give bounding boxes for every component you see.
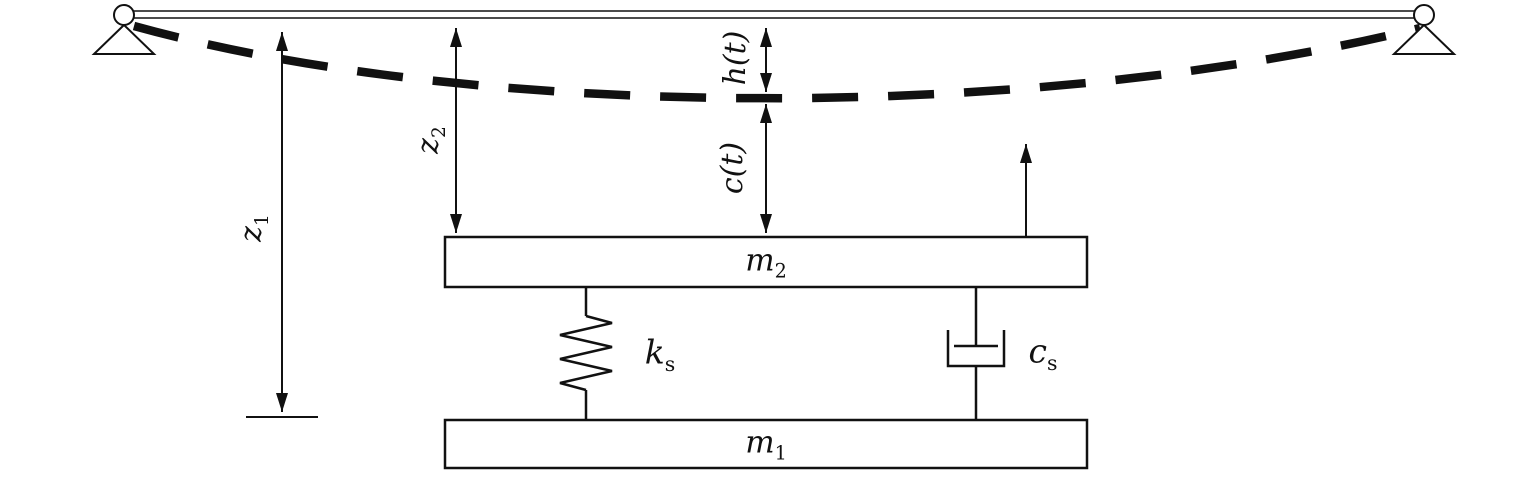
- mass-m2-block: [443, 235, 1089, 289]
- support-triangle: [1391, 23, 1457, 55]
- right-pin-circle: [1413, 4, 1435, 26]
- spring-symbol: [559, 287, 613, 420]
- label-ks: ks: [644, 332, 676, 377]
- beam: [123, 10, 1425, 19]
- deflection-curve: [132, 21, 1422, 103]
- support-triangle: [91, 23, 157, 55]
- label-z2: z2: [411, 126, 450, 154]
- label-z1: z1: [234, 214, 273, 242]
- label-cs: cs: [1028, 331, 1058, 376]
- label-m2: m2: [745, 242, 787, 283]
- spring-coil: [559, 314, 613, 392]
- right-pin-support: [1391, 23, 1457, 55]
- label-m1: m1: [745, 424, 787, 465]
- left-pin-support: [91, 23, 157, 55]
- label-ct: c(t): [715, 141, 750, 195]
- mass-m1-block: [443, 418, 1089, 470]
- left-pin-circle: [113, 4, 135, 26]
- label-ht: h(t): [718, 30, 753, 86]
- damper-symbol: [946, 287, 1006, 420]
